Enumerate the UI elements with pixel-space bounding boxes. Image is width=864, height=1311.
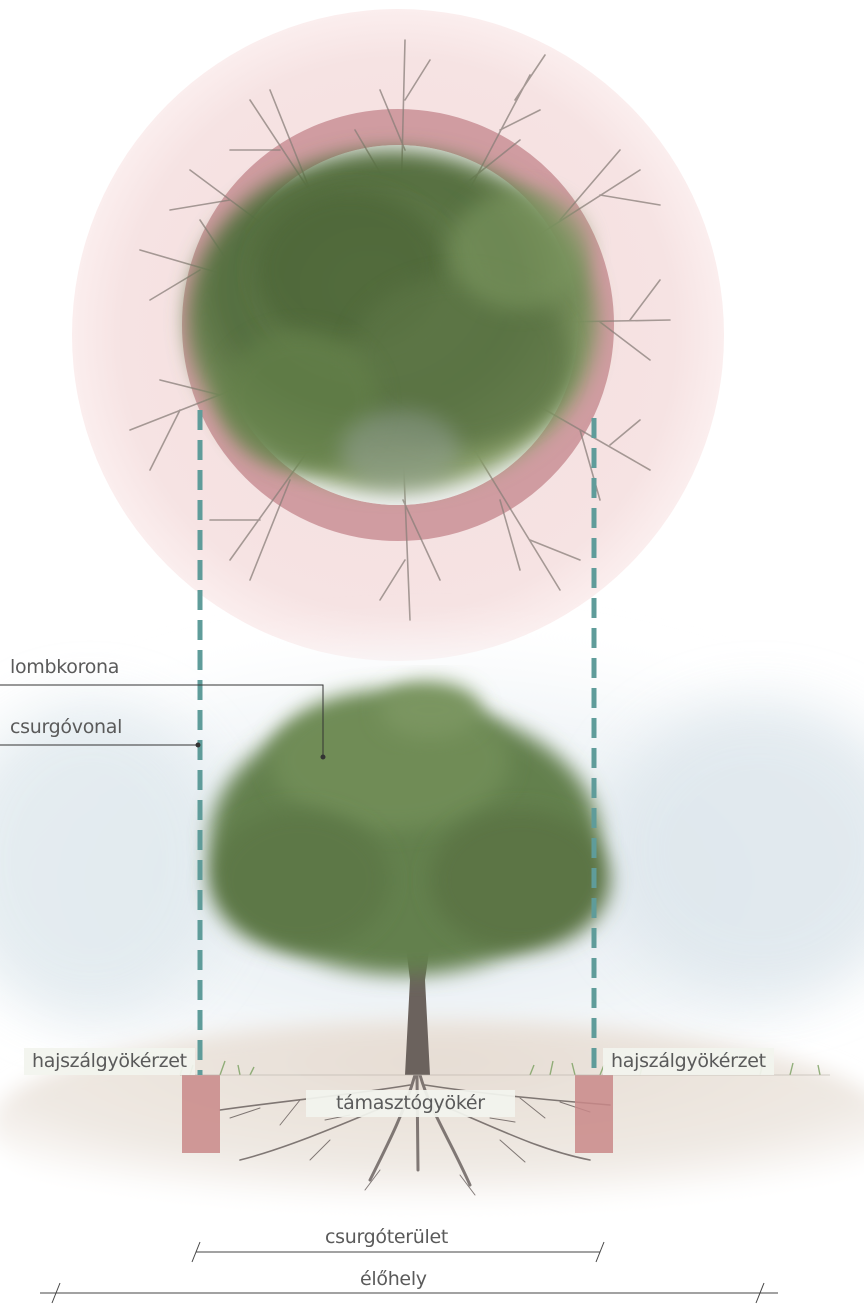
drip-line-label: csurgóvonal (10, 718, 122, 737)
root-zone-right (575, 1075, 613, 1153)
plan-crown (187, 150, 597, 490)
canopy-label: lombkorona (10, 658, 119, 677)
support-root-label: támasztógyökér (306, 1090, 515, 1117)
drip-area-label: csurgóterület (325, 1228, 448, 1247)
habitat-label: élőhely (360, 1270, 427, 1289)
root-zone-left (182, 1075, 220, 1153)
plan-view (72, 9, 724, 661)
fine-roots-label-right: hajszálgyökérzet (603, 1048, 774, 1075)
fine-roots-label-left: hajszálgyökérzet (24, 1048, 195, 1075)
